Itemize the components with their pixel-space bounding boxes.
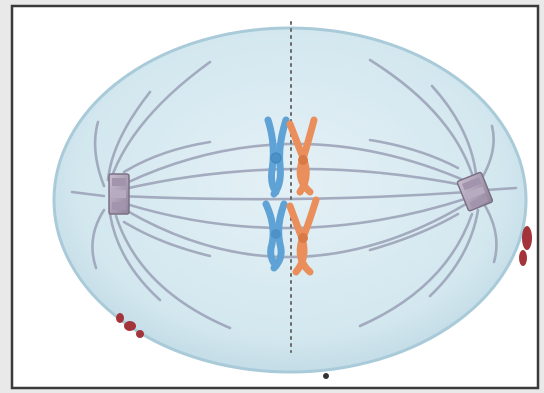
bottom-mark [323, 373, 329, 379]
centrosome-left-icon [109, 174, 129, 214]
